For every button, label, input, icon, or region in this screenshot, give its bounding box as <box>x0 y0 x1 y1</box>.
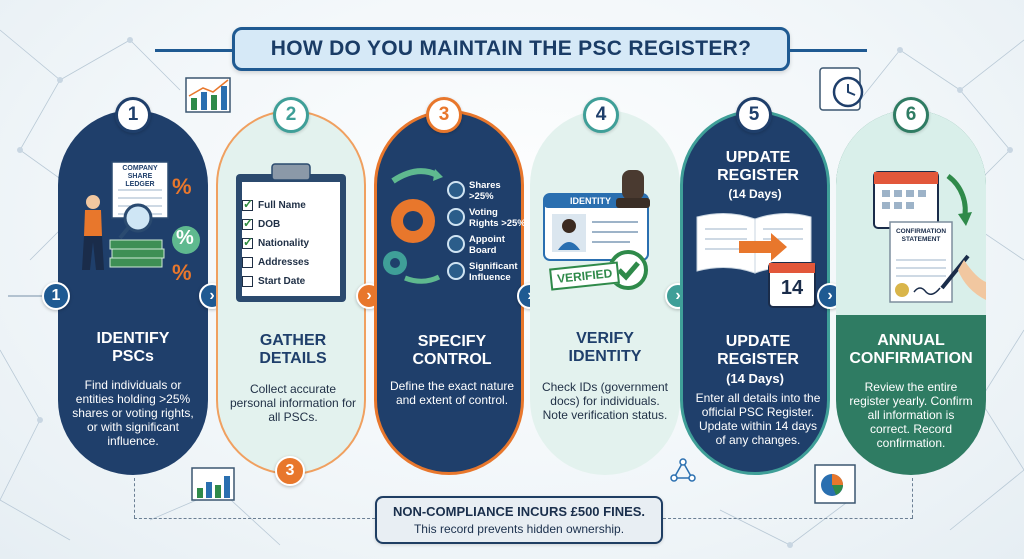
book-calendar-illustration <box>696 213 816 308</box>
control-item: Appoint Board <box>447 234 527 256</box>
compliance-footer: NON-COMPLIANCE INCURS £500 FINES. This r… <box>375 496 663 544</box>
step-description: Collect accurate personal information fo… <box>229 382 357 424</box>
step-card-identify: COMPANY SHARE LEDGER % % % IDENTIFY PSCs… <box>58 110 208 475</box>
step-heading: GATHER DETAILS <box>259 332 327 367</box>
checkbox-checked-icon <box>242 216 253 230</box>
step-number-badge: 1 <box>115 97 151 133</box>
step-top-sub: (14 Days) <box>728 187 782 201</box>
identify-illustration <box>82 161 200 270</box>
clock-document-icon <box>819 67 864 111</box>
step-number-badge: 5 <box>736 97 772 133</box>
step-heading: UPDATE REGISTER <box>717 333 799 368</box>
percent-icon: % <box>176 227 194 249</box>
checkbox-checked-icon <box>242 197 253 211</box>
percent-icon: % <box>172 260 192 285</box>
checklist-item: Start Date <box>242 272 309 291</box>
person-icon <box>447 208 465 226</box>
checklist-item: Addresses <box>242 253 309 272</box>
side-number-badge: 1 <box>42 282 70 310</box>
step-sub: (14 Days) <box>726 371 784 386</box>
confirmation-doc-label: CONFIRMATION STATEMENT <box>895 228 947 243</box>
checklist-item: Full Name <box>242 196 309 215</box>
checklist-item: Nationality <box>242 234 309 253</box>
footer-connector <box>134 518 375 519</box>
calendar-day: 14 <box>780 277 804 299</box>
step-heading: SPECIFY CONTROL <box>412 333 492 368</box>
footer-connector <box>912 478 913 518</box>
footer-connector <box>663 518 913 519</box>
calendar-signature-illustration <box>873 171 986 303</box>
clipboard-illustration <box>236 163 346 302</box>
checklist-item: DOB <box>242 215 309 234</box>
title-banner: HOW DO YOU MAINTAIN THE PSC REGISTER? <box>155 27 867 71</box>
step-description: Check IDs (government docs) for individu… <box>541 380 669 422</box>
step-description: Find individuals or entities holding >25… <box>72 378 194 448</box>
bar-chart-icon <box>191 467 235 501</box>
step-card-verify: IDENTITY VERIFIED VERIFY IDENTITY Check … <box>530 110 680 475</box>
step-number-badge: 4 <box>583 97 619 133</box>
bar-chart-icon <box>185 77 231 113</box>
percent-icon: % <box>172 174 192 199</box>
network-node-icon <box>670 458 696 482</box>
pie-chart-icon <box>814 464 856 504</box>
page-title: HOW DO YOU MAINTAIN THE PSC REGISTER? <box>270 37 752 60</box>
step-heading: IDENTIFY PSCs <box>96 330 170 365</box>
step-heading: VERIFY IDENTITY <box>568 330 642 365</box>
step-description: Define the exact nature and extent of co… <box>389 379 515 407</box>
person-icon <box>447 181 465 199</box>
step-description: Enter all details into the official PSC … <box>695 391 821 447</box>
side-number-badge: 3 <box>275 456 305 486</box>
gears-illustration <box>383 168 443 284</box>
step-card-specify: Shares >25% Voting Rights >25% Appoint B… <box>374 110 527 475</box>
control-item: Shares >25% <box>447 180 527 202</box>
step-description: Review the entire register yearly. Confi… <box>849 380 973 450</box>
checkbox-empty-icon <box>242 276 253 287</box>
step-number-badge: 2 <box>273 97 309 133</box>
step-heading: ANNUAL CONFIRMATION <box>849 332 973 367</box>
control-types-list: Shares >25% Voting Rights >25% Appoint B… <box>447 180 527 289</box>
checkbox-checked-icon <box>242 235 253 249</box>
footer-connector <box>134 478 135 518</box>
footer-note: This record prevents hidden ownership. <box>413 522 625 536</box>
step-top-heading: UPDATE REGISTER <box>717 149 799 184</box>
checklist: Full Name DOB Nationality Addresses Star… <box>242 196 309 291</box>
person-icon <box>447 262 465 280</box>
person-icon <box>447 235 465 253</box>
step-number-badge: 6 <box>893 97 929 133</box>
step-card-gather: Full Name DOB Nationality Addresses Star… <box>216 110 366 475</box>
control-item: Voting Rights >25% <box>447 207 527 229</box>
ledger-label: COMPANY SHARE LEDGER <box>122 165 158 188</box>
control-item: Significant Influence <box>447 261 527 283</box>
step-card-update: UPDATE REGISTER (14 Days) 14 UPDATE REGI… <box>680 110 830 475</box>
step-card-annual: CONFIRMATION STATEMENT ANNUAL CONFIRMATI… <box>836 110 986 475</box>
step-number-badge: 3 <box>426 97 462 133</box>
id-card-label: IDENTITY <box>570 196 612 206</box>
checkbox-empty-icon <box>242 257 253 268</box>
footer-warning: NON-COMPLIANCE INCURS £500 FINES. <box>392 504 646 519</box>
